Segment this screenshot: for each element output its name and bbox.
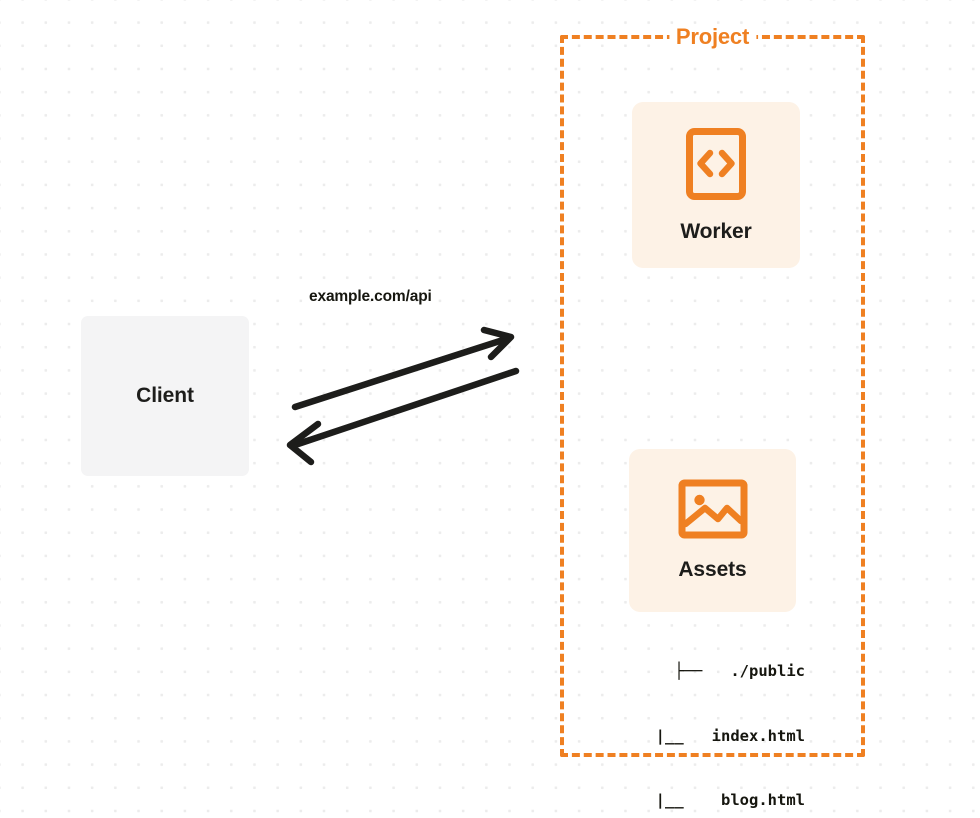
image-icon xyxy=(678,479,748,544)
worker-node[interactable]: Worker xyxy=(632,102,800,268)
connection-label: example.com/api xyxy=(309,288,432,305)
file-tree-row: |__ index.html xyxy=(637,726,805,745)
assets-file-tree: ├── ./public |__ index.html |__ blog.htm… xyxy=(605,618,805,818)
request-arrow xyxy=(291,326,515,411)
file-tree-row: |__ blog.html xyxy=(637,791,805,809)
response-arrow xyxy=(286,367,520,466)
project-title: Project xyxy=(668,24,757,50)
client-label: Client xyxy=(136,384,194,407)
assets-label: Assets xyxy=(678,558,747,581)
file-tree-row: ├── ./public xyxy=(674,662,805,680)
worker-label: Worker xyxy=(680,219,752,243)
client-node[interactable]: Client xyxy=(81,316,249,476)
project-boundary: Project xyxy=(560,24,865,757)
assets-node[interactable]: Assets xyxy=(629,449,796,612)
code-brackets-icon xyxy=(685,127,747,206)
